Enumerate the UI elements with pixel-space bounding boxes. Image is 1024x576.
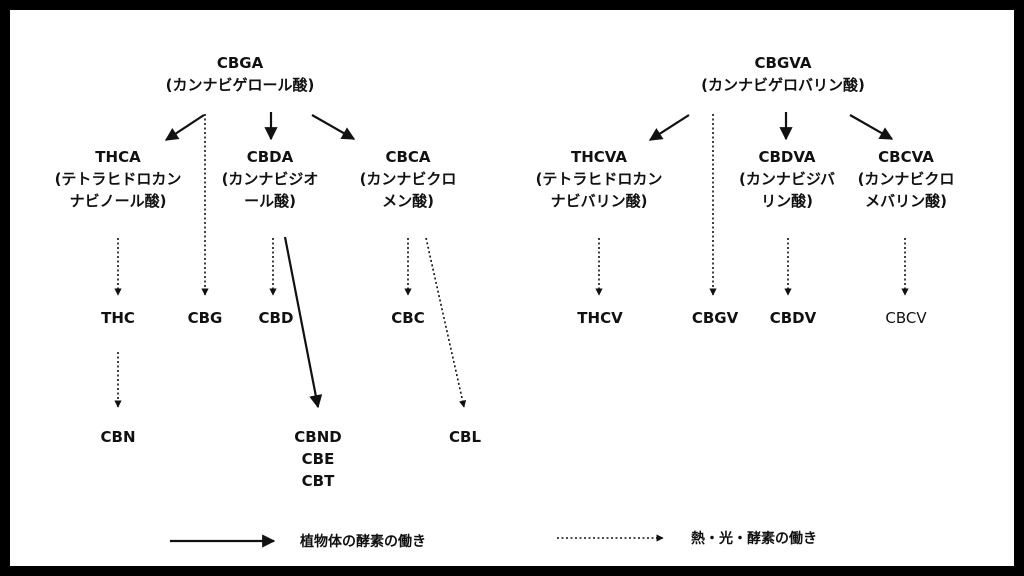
node-thcv: THCV [577,309,623,327]
node-cbnd-cbe-cbt: CBND CBE CBT [294,428,342,490]
node-cbcv: CBCV [885,309,927,327]
arrow-cbgva-to-thcva [648,114,690,141]
node-thc: THC [101,309,135,327]
node-cbdva: CBDVA (カンナビジバ リン酸) [739,148,835,210]
node-cbn: CBN [100,428,136,446]
node-thca: THCA (テトラヒドロカン ナビノール酸) [54,148,182,210]
arrow-cbgva-to-cbcva [849,114,894,140]
node-cbgva: CBGVA (カンナビゲロバリン酸) [701,54,865,94]
arrow-cbca-to-cbl [425,237,467,408]
node-cbca: CBCA (カンナビクロ メン酸) [359,148,457,210]
node-thcva: THCVA (テトラヒドロカン ナビバリン酸) [535,148,663,210]
node-cbcva: CBCVA (カンナビクロ メバリン酸) [857,148,955,210]
node-cbc: CBC [391,309,425,327]
node-cbgv: CBGV [691,309,739,327]
node-cbg: CBG [187,309,223,327]
arrow-cbga-to-cbca [311,114,356,140]
node-cbl: CBL [449,428,481,446]
node-cbga: CBGA (カンナビゲロール酸) [165,54,315,94]
arrow-cbda-to-cbnd [283,236,323,409]
arrow-cbga-to-thca [164,114,205,141]
legend-dotted-label: 熱・光・酵素の働き [691,531,817,547]
diagram-panel [10,10,1014,566]
node-cbdv: CBDV [769,309,817,327]
legend-solid-label: 植物体の酵素の働き [300,534,426,550]
node-cbd: CBD [258,309,294,327]
node-cbda: CBDA (カンナビジオ ール酸) [221,148,319,210]
